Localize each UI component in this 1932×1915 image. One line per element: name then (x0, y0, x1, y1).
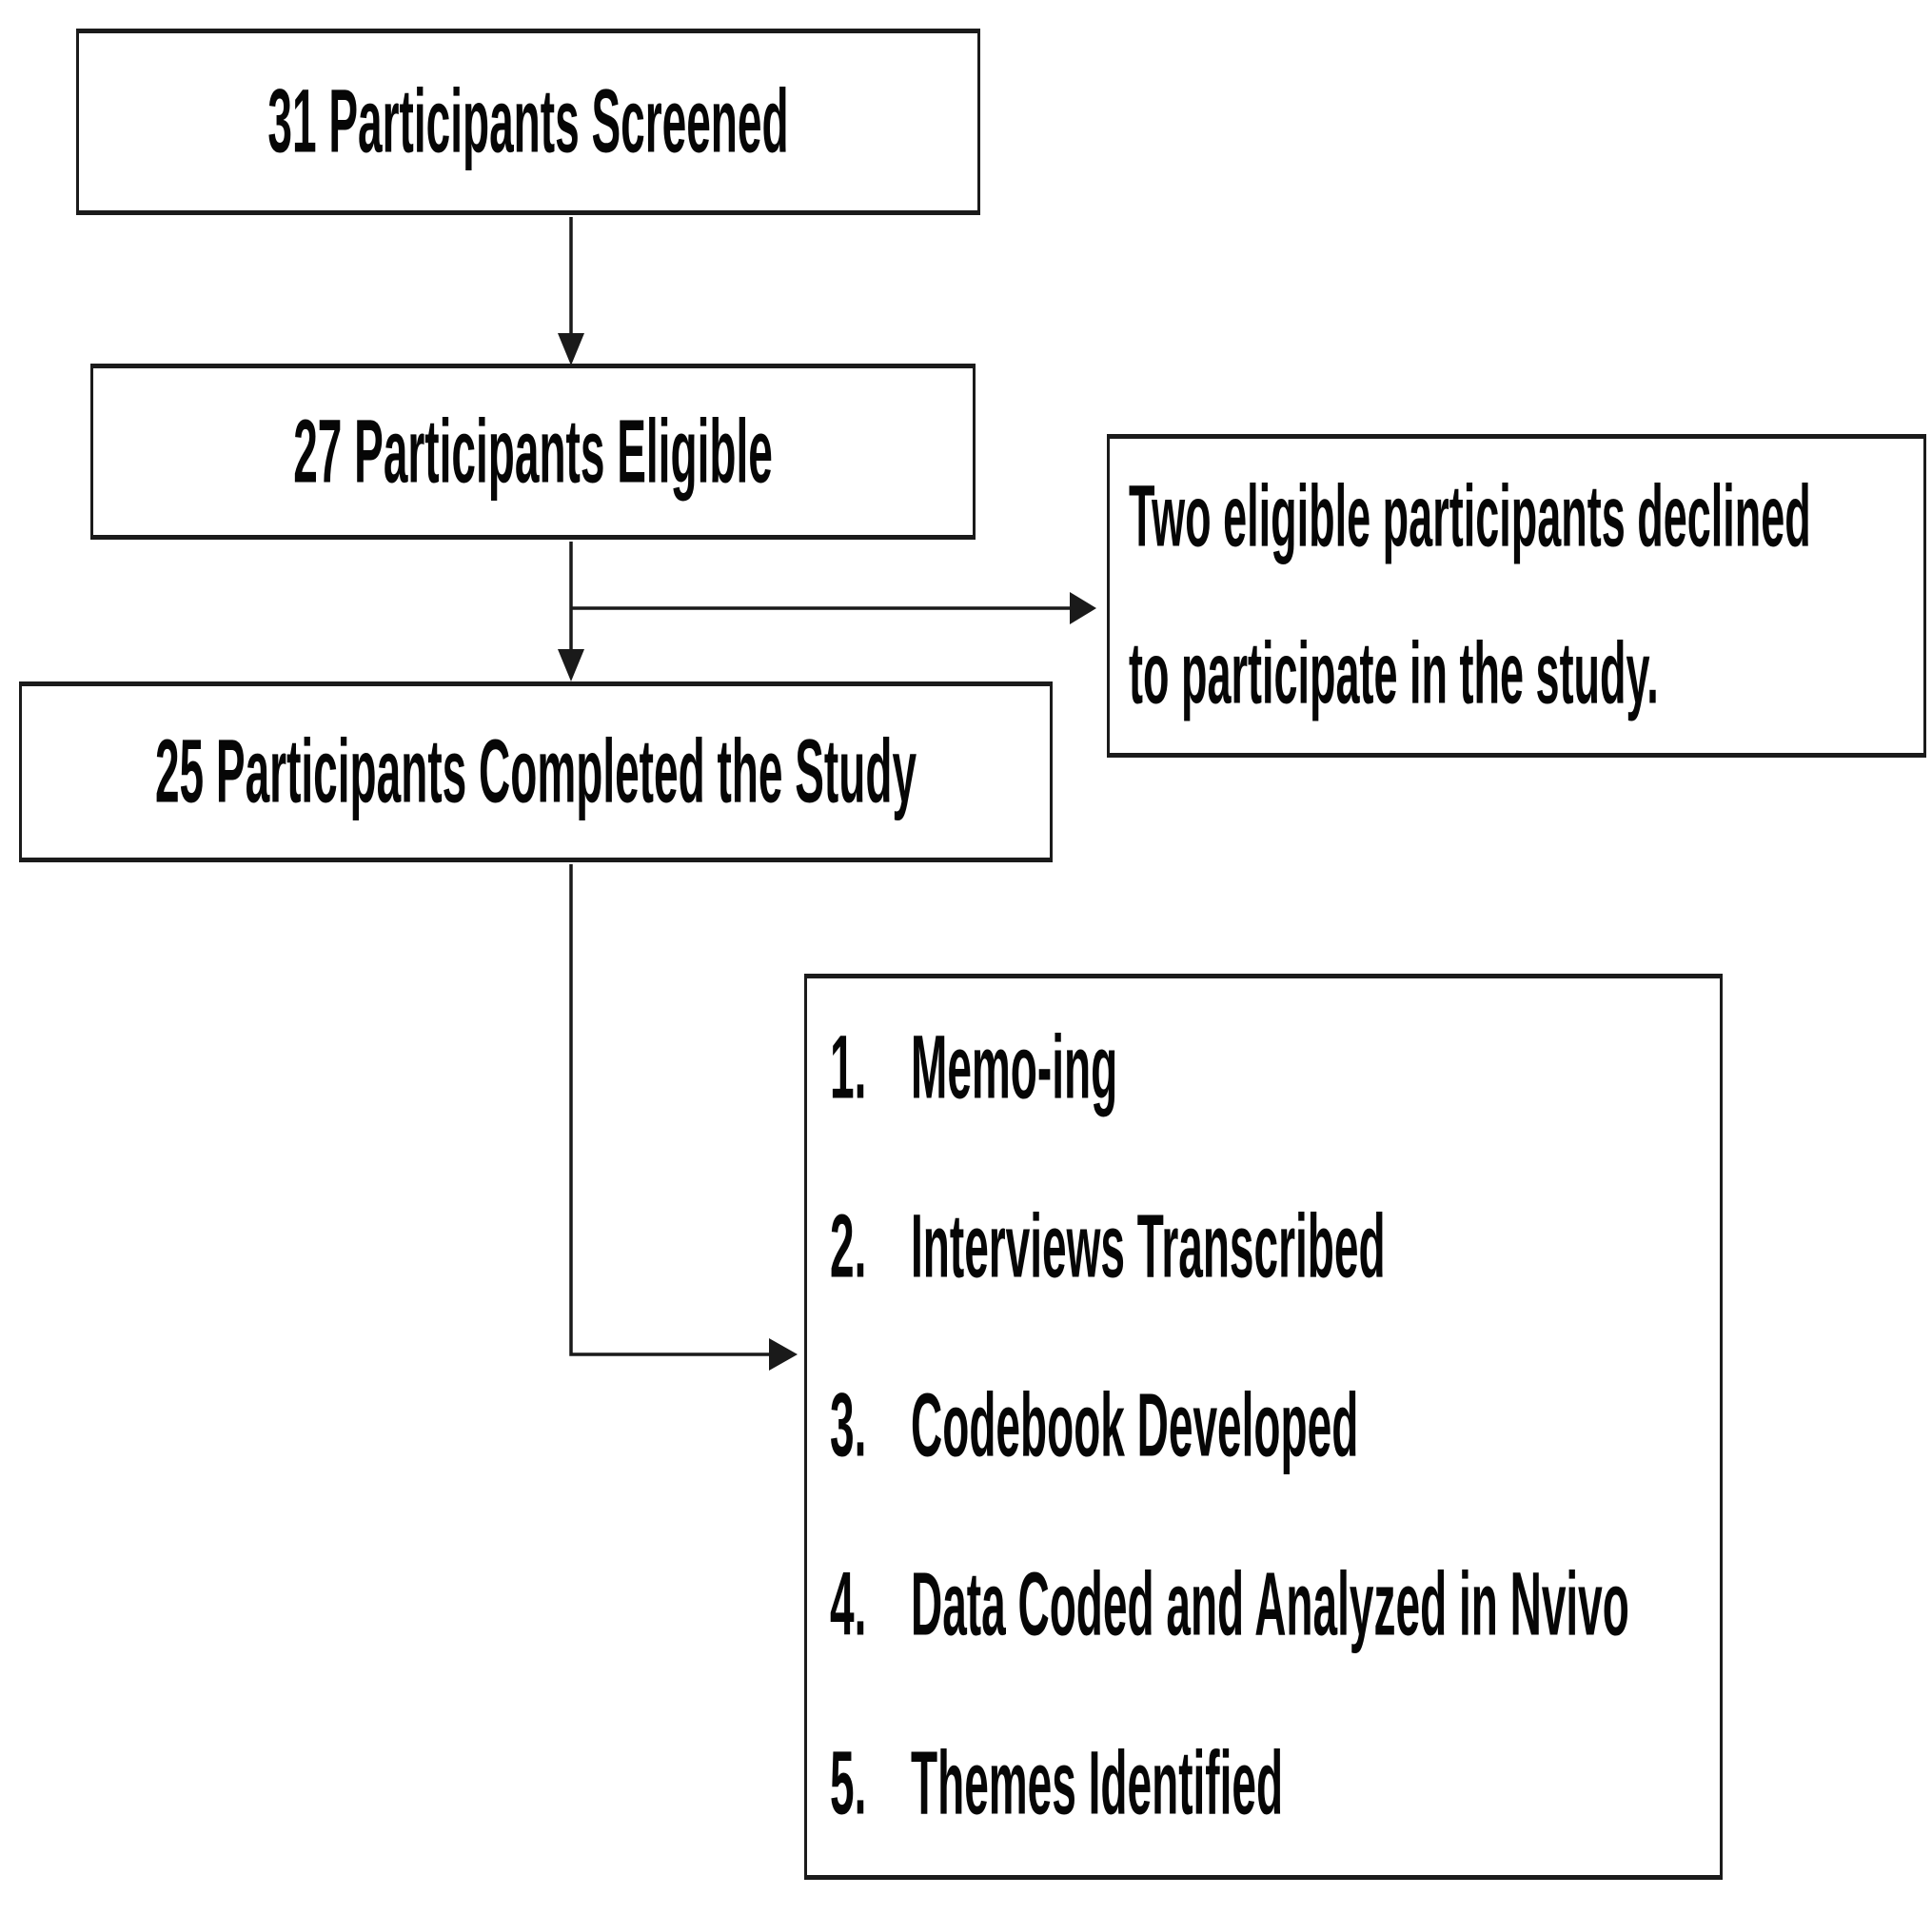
step-item-4: 4. Data Coded and Analyzed in Nvivo (830, 1552, 1629, 1655)
arrow-screened-to-eligible (558, 217, 584, 365)
declined-note-line-2: to participate in the study. (1129, 622, 1659, 722)
box-participants-screened: 31 Participants Screened (76, 29, 980, 215)
box-participants-completed: 25 Participants Completed the Study (19, 681, 1053, 862)
step-item-5: 5. Themes Identified (830, 1731, 1284, 1834)
declined-note-line-1: Two eligible participants declined (1129, 465, 1811, 565)
arrow-completed-to-steps (569, 864, 798, 1371)
box-analysis-steps: 1. Memo-ing 2. Interviews Transcribed 3.… (804, 974, 1723, 1880)
step-item-1: 1. Memo-ing (830, 1016, 1118, 1118)
box-declined-note: Two eligible participants declined to pa… (1107, 434, 1926, 758)
box-participants-eligible: 27 Participants Eligible (90, 364, 976, 540)
arrow-eligible-to-completed (558, 542, 584, 681)
box-participants-screened-label: 31 Participants Screened (267, 69, 789, 172)
box-participants-eligible-label: 27 Participants Eligible (293, 400, 773, 502)
step-item-3: 3. Codebook Developed (830, 1373, 1359, 1476)
arrow-eligible-to-declined (571, 592, 1096, 624)
step-item-2: 2. Interviews Transcribed (830, 1194, 1386, 1297)
box-participants-completed-label: 25 Participants Completed the Study (154, 720, 917, 822)
